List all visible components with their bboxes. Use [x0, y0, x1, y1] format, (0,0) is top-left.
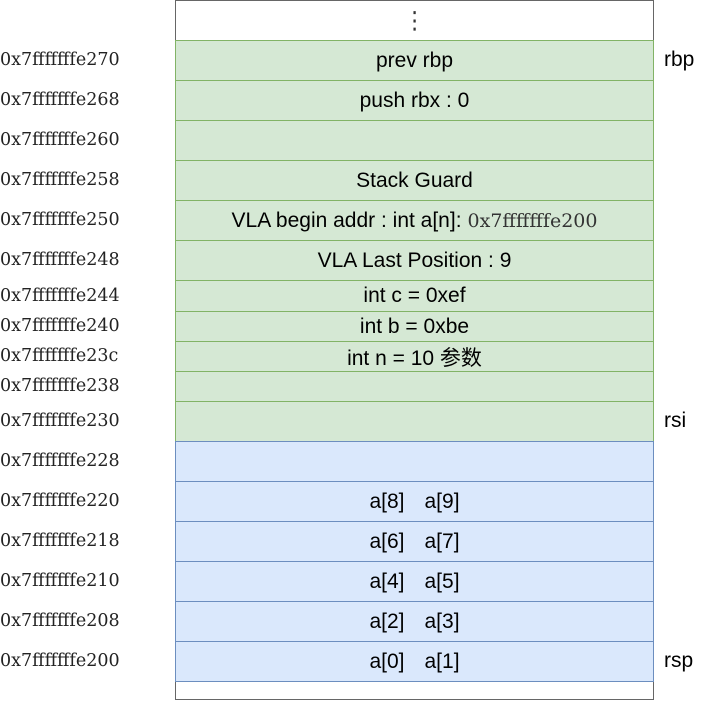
- stack-slot: a[4] a[5]: [175, 561, 654, 602]
- slot-label: a[8]: [369, 489, 405, 513]
- stack-slot: a[8] a[9]: [175, 481, 654, 522]
- stack-slot: Stack Guard: [175, 160, 654, 201]
- stack-slot: VLA Last Position : 9: [175, 240, 654, 281]
- slot-label: a[2]: [369, 609, 405, 633]
- register-label-rbp: rbp: [664, 48, 695, 71]
- memory-address-label: 0x7fffffffe208: [0, 611, 120, 631]
- stack-slot: [175, 441, 654, 482]
- vertical-ellipsis-icon: ⋮: [403, 6, 426, 34]
- register-label-rsi: rsi: [664, 409, 687, 432]
- stack-top-continuation-cell: ⋮: [175, 0, 654, 41]
- stack-slot: a[0] a[1]: [175, 641, 654, 682]
- memory-address-label: 0x7fffffffe210: [0, 571, 120, 591]
- memory-address-label: 0x7fffffffe23c: [0, 346, 119, 366]
- slot-label: a[0]: [369, 649, 405, 673]
- slot-label: VLA Last Position : 9: [317, 248, 512, 272]
- slot-label: a[3]: [424, 609, 460, 633]
- memory-address-label: 0x7fffffffe200: [0, 651, 120, 671]
- slot-label: VLA begin addr : int a[n]:: [231, 208, 462, 232]
- register-label-rsp: rsp: [664, 649, 694, 672]
- memory-address-label: 0x7fffffffe238: [0, 376, 120, 396]
- memory-address-label: 0x7fffffffe270: [0, 50, 120, 70]
- memory-address-label: 0x7fffffffe248: [0, 250, 120, 270]
- memory-address-label: 0x7fffffffe250: [0, 210, 120, 230]
- slot-label: a[9]: [424, 489, 460, 513]
- slot-label: a[1]: [424, 649, 460, 673]
- memory-address-label: 0x7fffffffe230: [0, 411, 120, 431]
- stack-slot: prev rbp: [175, 40, 654, 81]
- slot-label: a[5]: [424, 569, 460, 593]
- stack-slot: a[6] a[7]: [175, 521, 654, 562]
- memory-address-label: 0x7fffffffe220: [0, 491, 120, 511]
- slot-pointer-value: 0x7fffffffe200: [467, 209, 598, 232]
- slot-label: int n = 10 参数: [347, 346, 482, 370]
- stack-slot: int n = 10 参数: [175, 341, 654, 372]
- memory-address-label: 0x7fffffffe260: [0, 130, 120, 150]
- stack-slot: push rbx : 0: [175, 80, 654, 121]
- memory-address-label: 0x7fffffffe240: [0, 316, 120, 336]
- stack-slot: [175, 371, 654, 402]
- slot-label: prev rbp: [375, 48, 454, 72]
- stack-slot: int b = 0xbe: [175, 311, 654, 342]
- stack-slot: VLA begin addr : int a[n]:0x7fffffffe200: [175, 200, 654, 241]
- slot-label: a[4]: [369, 569, 405, 593]
- slot-label: push rbx : 0: [359, 88, 470, 112]
- slot-label: a[7]: [424, 529, 460, 553]
- slot-label: a[6]: [369, 529, 405, 553]
- memory-address-label: 0x7fffffffe228: [0, 451, 120, 471]
- stack-slot: [175, 401, 654, 442]
- stack-slot: int c = 0xef: [175, 280, 654, 312]
- stack-bottom-empty-cell: [175, 680, 654, 700]
- memory-address-label: 0x7fffffffe268: [0, 90, 120, 110]
- slot-label: int b = 0xbe: [359, 314, 470, 338]
- memory-address-label: 0x7fffffffe258: [0, 170, 120, 190]
- stack-slot: a[2] a[3]: [175, 601, 654, 642]
- stack-slot: [175, 120, 654, 161]
- slot-label: Stack Guard: [356, 168, 473, 192]
- slot-label: int c = 0xef: [363, 284, 466, 307]
- memory-address-label: 0x7fffffffe244: [0, 285, 120, 306]
- memory-address-label: 0x7fffffffe218: [0, 531, 120, 551]
